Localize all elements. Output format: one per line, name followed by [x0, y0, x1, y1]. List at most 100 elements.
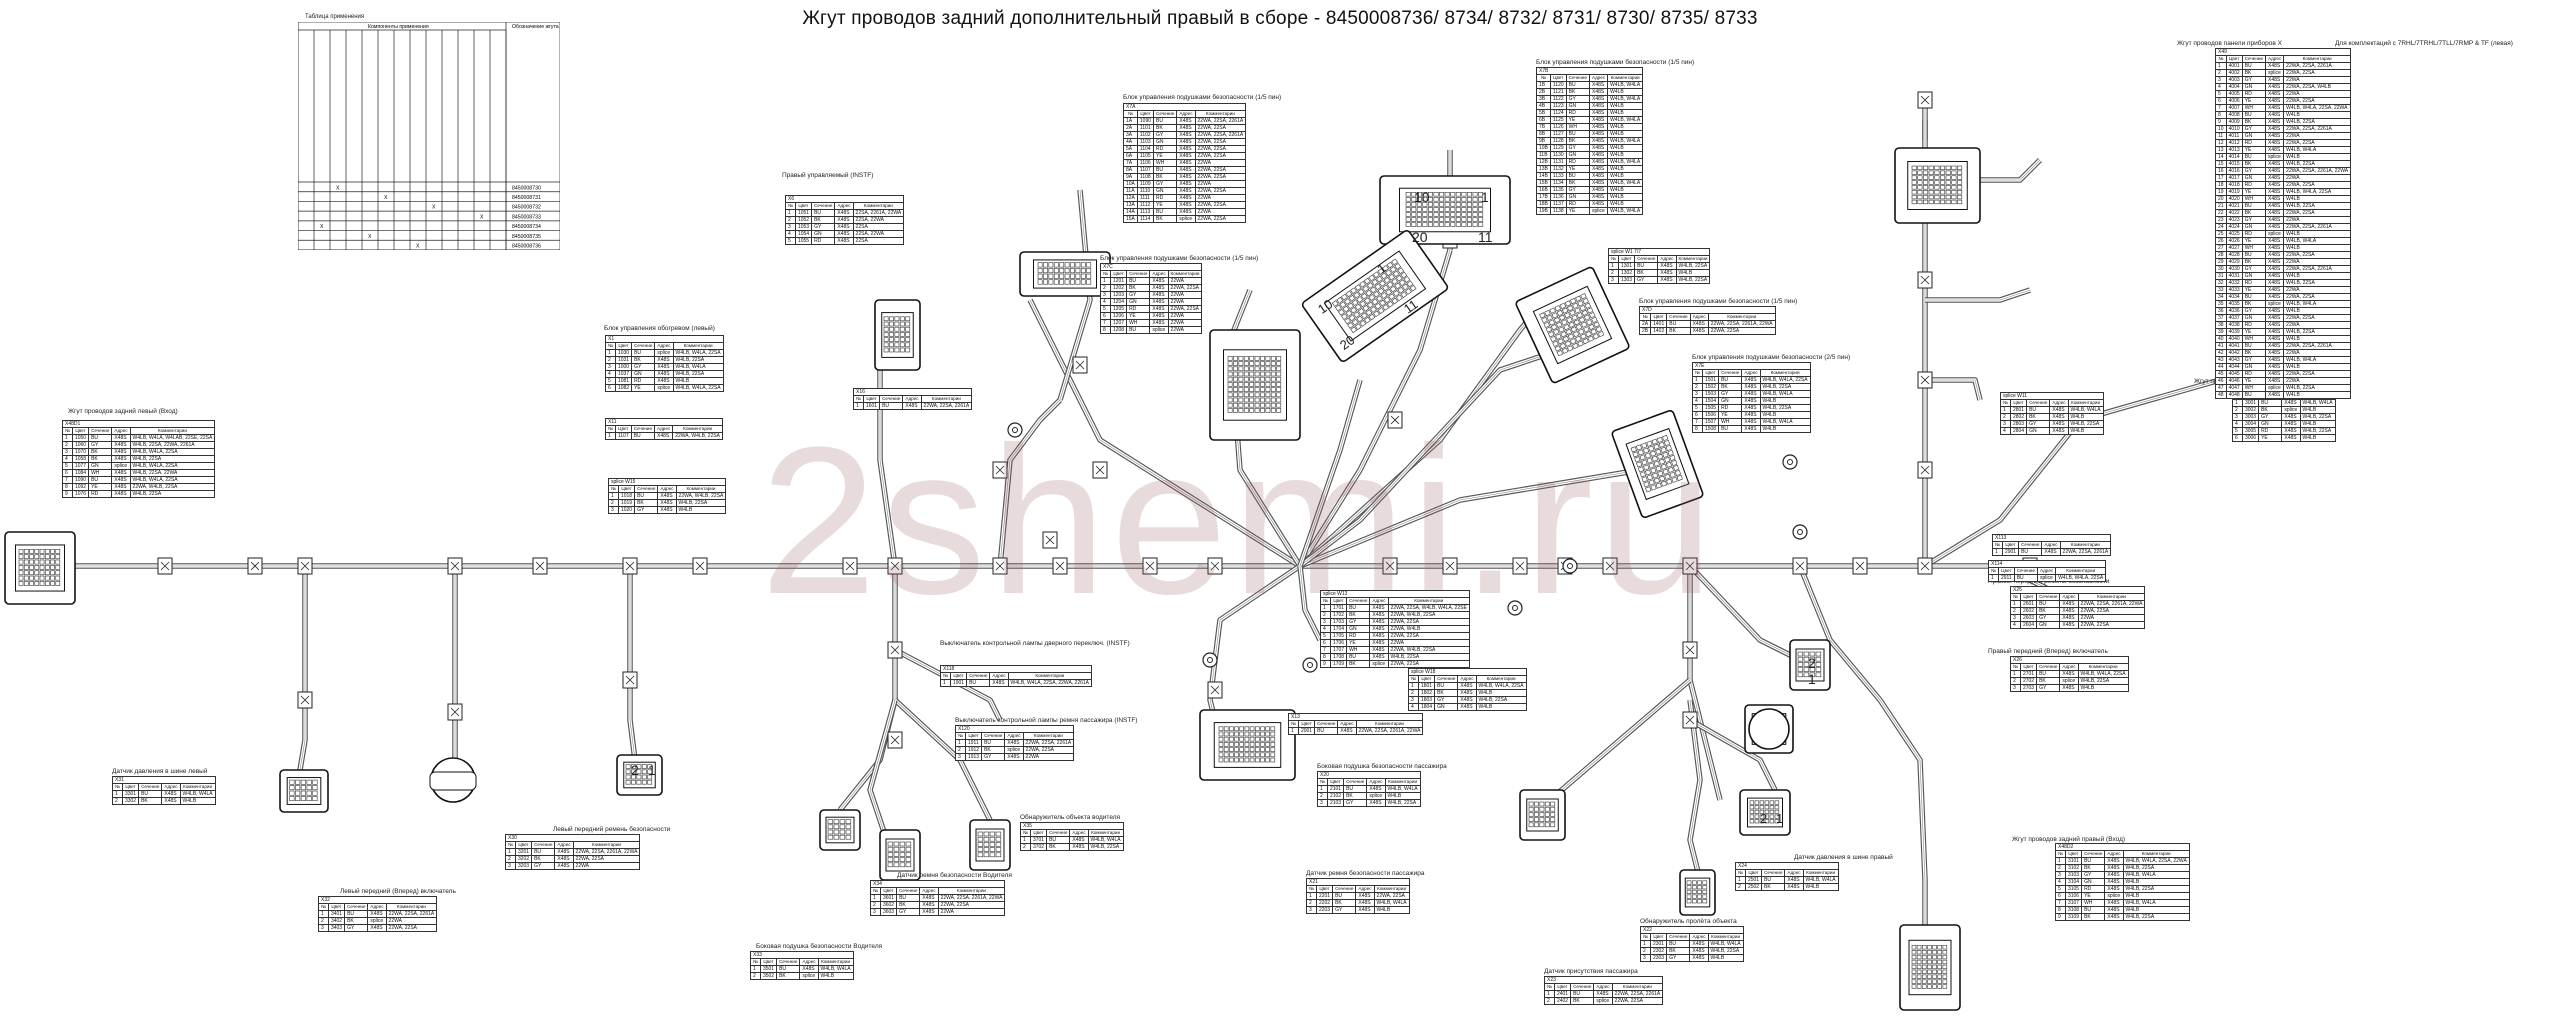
table-cell: W4LB, 22SA [1759, 383, 1811, 391]
connector-airbag-center-pin [1260, 361, 1265, 366]
connector-top-small-pin [1037, 262, 1043, 268]
table-cell: 2703 [2019, 684, 2038, 692]
table-cell: 1204 [1109, 298, 1128, 306]
table-cell: 2101 [1326, 785, 1345, 793]
connector-pass-2-pin [1749, 800, 1755, 805]
branch-down-right-core [894, 649, 1001, 721]
connector-airbag-center-pin [1238, 408, 1244, 413]
table-cell: GN [631, 370, 656, 378]
table-cell: 1121 [1549, 88, 1567, 96]
table-cell: BK [1666, 947, 1691, 955]
table-cell: X48S [111, 476, 131, 484]
table-cell: W4LB, W4LA [1384, 785, 1421, 793]
connector-pass-2-pin [1764, 819, 1770, 824]
connector-code: X30 [504, 834, 641, 842]
connector-face-rotated-pin [1374, 283, 1382, 291]
connector-bl-2-pin [893, 841, 900, 847]
table-header-cell: Сечение [88, 427, 113, 435]
branch-clip-14-mark [995, 465, 1005, 475]
table-cell: BK [1570, 997, 1595, 1005]
connector-code: X33 [750, 951, 854, 959]
connector-face-top-pin [1439, 192, 1445, 197]
connector-top-right-pin [1911, 170, 1917, 175]
table-cell: 22WA, 22SA, 2261A, 22WA [1355, 727, 1424, 735]
connector-airbag-right-pin [1591, 316, 1598, 323]
connector-face-top-pin [1478, 192, 1484, 197]
connector-pass-3-pin [1702, 894, 1708, 899]
table-cell: BU [1346, 604, 1371, 612]
connector-face-top-pin [1411, 207, 1417, 212]
connector-bl-2-pin [905, 852, 912, 857]
ring-terminal-4-hole [1797, 529, 1803, 535]
connector-left-main-pin [39, 565, 45, 570]
connector-bl-3-pin [989, 852, 996, 858]
table-cell: X48S [1176, 152, 1196, 160]
connector-bottom-right-pin [1921, 959, 1927, 965]
table-cell: 1 [2215, 62, 2227, 70]
table-cell: X48S [2104, 913, 2124, 921]
table-cell: W4LB, 22SA [675, 499, 727, 507]
table-cell: W4LB, W4LA [2283, 300, 2352, 308]
connector-airbag-right-pin [1588, 323, 1595, 331]
connector-face-top-pin [1422, 197, 1428, 202]
table-cell: W4LB [2283, 307, 2352, 315]
connector-bl-3-pin [995, 847, 1002, 852]
connector-left-module-pin [883, 342, 889, 348]
connector-left-main-pin [50, 581, 55, 586]
table-cell: 2202 [1315, 899, 1334, 907]
table-cell: 22WA, 22SA [1194, 145, 1247, 153]
connector-left-module-pin [894, 347, 900, 353]
connector-airbag-5-pin [1642, 447, 1650, 454]
table-cell: GY [2036, 614, 2061, 622]
table-cell: 5 [2232, 427, 2243, 435]
table-cell: W4LB, 22SA [1087, 843, 1124, 851]
table-cell: 27 [2215, 244, 2227, 252]
table-cell: 6 [2055, 892, 2066, 900]
connector-switch-pin [1270, 726, 1276, 732]
table-cell: 22WA, 22SA [1387, 632, 1470, 640]
table-cell: 22WA, 22SA, 2261A, 22WA [2077, 600, 2146, 608]
connector-right-two-pin-pin [1809, 651, 1816, 657]
table-cell: X48S [2265, 97, 2285, 105]
table-cell: 2201 [1315, 892, 1334, 900]
connector-bl-2-cavity [885, 838, 915, 872]
connector-face-top-pin [1422, 207, 1428, 212]
table-cell: W4LB [1607, 102, 1644, 110]
table-cell: 22WA [1167, 277, 1203, 285]
table-cell: BK [631, 356, 656, 364]
connector-left-main-pin [50, 548, 55, 554]
connector-airbag-5-pin [1656, 436, 1664, 443]
connector-pass-3-pin [1686, 880, 1692, 885]
connector-airbag-right-pin [1541, 316, 1548, 324]
table-cell: 1090 [71, 476, 90, 484]
connector-switch-pin [1229, 726, 1234, 732]
table-cell: 42 [2215, 349, 2227, 357]
table-cell: X48S [2281, 427, 2301, 435]
connector-switch-pin [1265, 726, 1270, 732]
connector-code: X49 [2214, 48, 2352, 56]
table-cell: X48S [1588, 165, 1609, 173]
connector-bottom-right-pin [1927, 959, 1932, 965]
table-cell: X48S [1369, 625, 1389, 633]
table-cell: W4LB, W4LA, 22SA, 22WA [2283, 104, 2352, 112]
table-header-cell: Цвет [1417, 675, 1436, 683]
connector-left-module-pin [883, 337, 889, 342]
connector-face-rotated-pin [1341, 313, 1348, 320]
table-cell: 2B [1536, 88, 1551, 96]
table-header-cell: Цвет [794, 202, 813, 210]
branch-right-mid-core [1925, 379, 1981, 401]
label-top-right-b: Для комплектаций с 7RHL/7TRHL/7TLL/7RMP … [2335, 40, 2513, 47]
branch-right-bottom-core [1799, 565, 1926, 940]
